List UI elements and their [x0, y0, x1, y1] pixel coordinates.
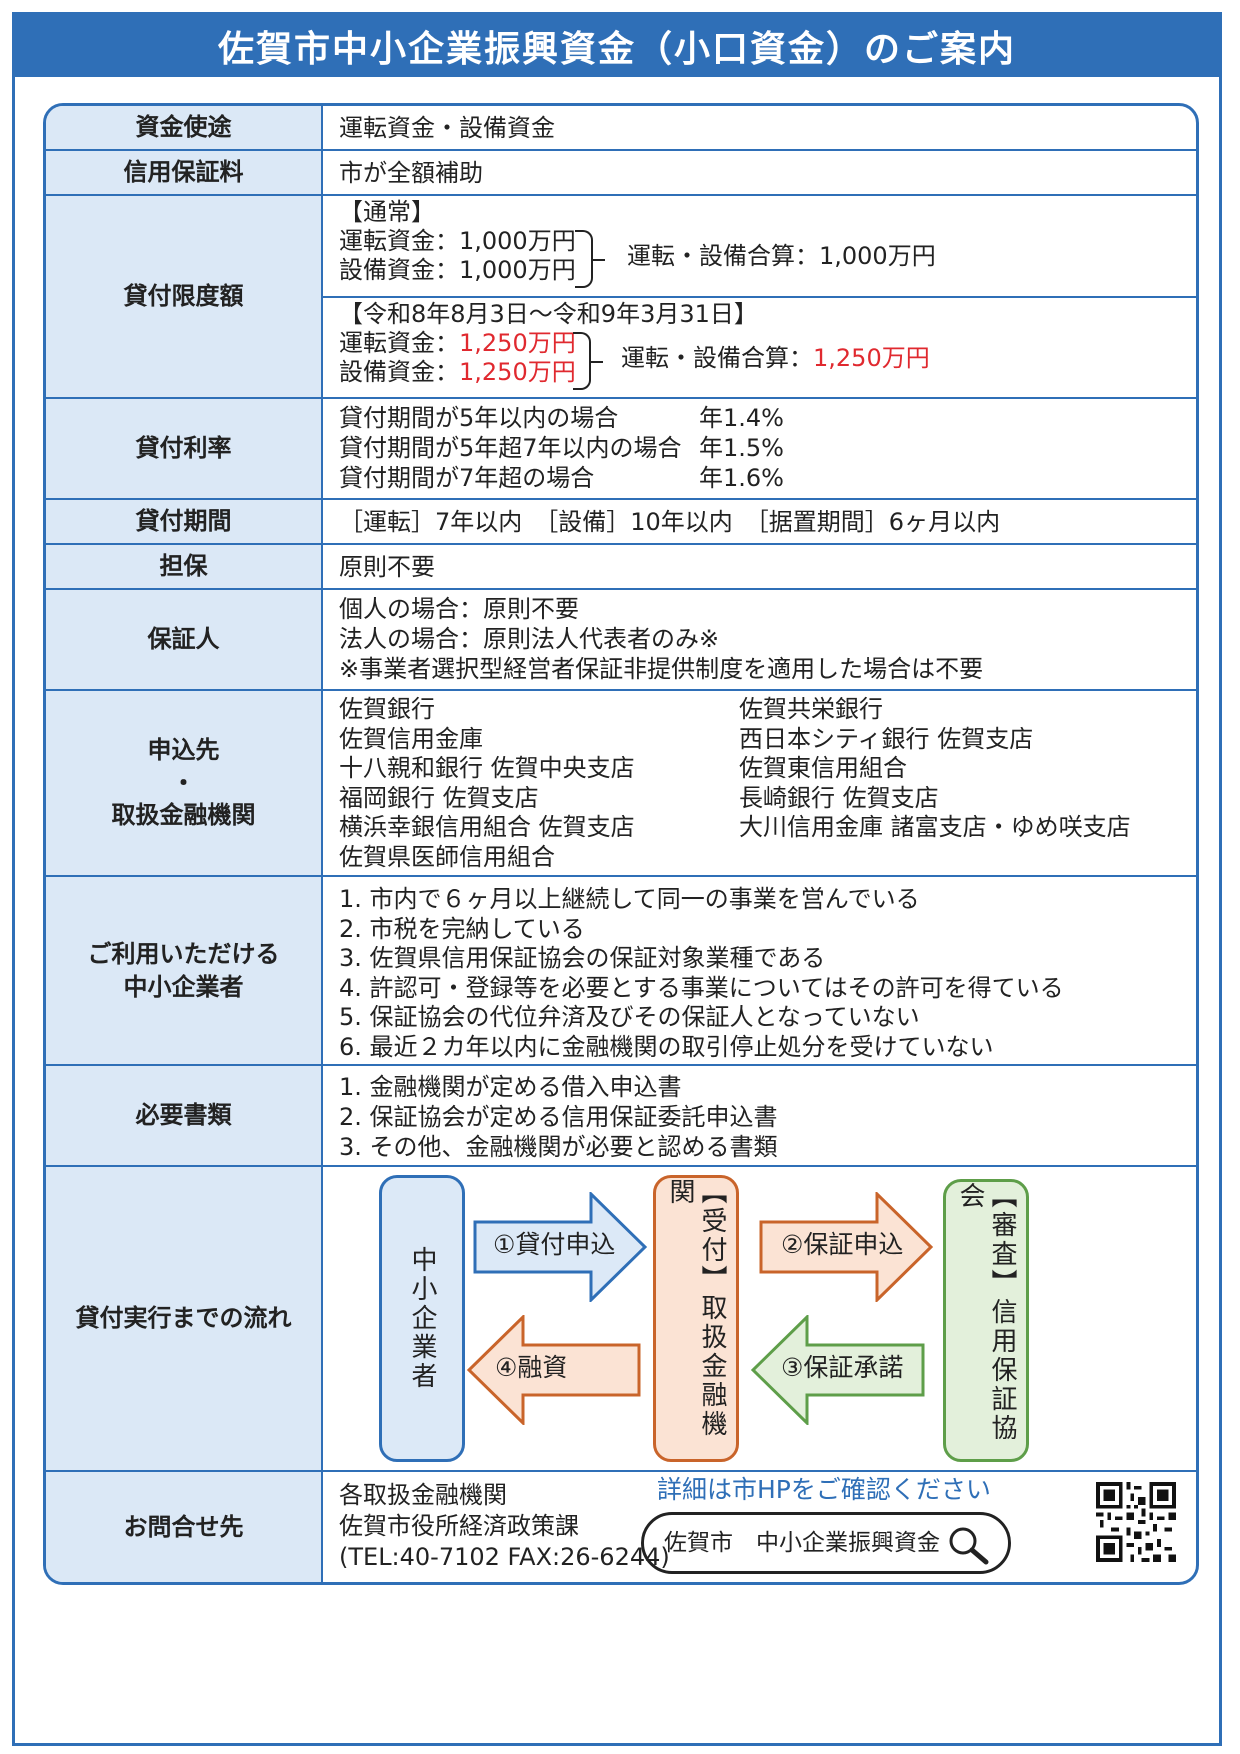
rate-item: 貸付期間が7年超の場合年1.6% — [339, 464, 784, 492]
row-riritsu: 貸付利率 貸付期間が5年以内の場合年1.4% 貸付期間が5年超7年以内の場合年1… — [46, 399, 1196, 500]
taisho-list: 1. 市内で６ヶ月以上継続して同一の事業を営んでいる 2. 市税を完納している … — [323, 877, 1196, 1064]
arrow-left-icon — [750, 1315, 925, 1425]
hp-note: 詳細は市HPをご確認ください — [657, 1475, 991, 1504]
riritsu-list: 貸付期間が5年以内の場合年1.4% 貸付期間が5年超7年以内の場合年1.5% 貸… — [323, 399, 1196, 498]
box-chusho: 中小企業者 — [379, 1175, 465, 1462]
gendogaku-normal: 【通常】 運転資金：1,000万円 設備資金：1,000万円 運転・設備合算：1… — [323, 196, 1196, 298]
gendogaku-content: 【通常】 運転資金：1,000万円 設備資金：1,000万円 運転・設備合算：1… — [323, 196, 1196, 397]
row-moushikomi: 申込先 ・ 取扱金融機関 佐賀銀行 佐賀信用金庫 十八親和銀行 佐賀中央支店 福… — [46, 691, 1196, 877]
special-total: 運転・設備合算：1,250万円 — [621, 343, 930, 372]
page-title: 佐賀市中小企業振興資金（小口資金）のご案内 — [15, 15, 1219, 77]
row-contact: お問合せ先 各取扱金融機関 佐賀市役所経済政策課 (TEL:40-7102 FA… — [46, 1472, 1196, 1582]
row-header: お問合せ先 — [46, 1472, 323, 1582]
row-header: 資金使途 — [46, 106, 323, 149]
list-item: 福岡銀行 佐賀支店 — [339, 783, 539, 812]
box-kyokai: 【審査】信用保証協会 — [943, 1179, 1029, 1462]
list-item: 2. 市税を完納している — [339, 914, 585, 943]
brace-icon — [573, 331, 603, 390]
list-item: 3. 佐賀県信用保証協会の保証対象業種である — [339, 944, 826, 972]
bank-list-right: 佐賀共栄銀行 西日本シティ銀行 佐賀支店 佐賀東信用組合 長崎銀行 佐賀支店 大… — [739, 695, 1196, 872]
row-header: 貸付利率 — [46, 399, 323, 498]
row-header: 信用保証料 — [46, 151, 323, 194]
step4-label: ④融資 — [495, 1353, 568, 1382]
normal-setsubi: 設備資金：1,000万円 — [339, 256, 576, 284]
row-gendogaku: 貸付限度額 【通常】 運転資金：1,000万円 設備資金：1,000万円 運転・… — [46, 196, 1196, 399]
qr-code-icon[interactable] — [1096, 1482, 1176, 1562]
list-item: 2. 保証協会が定める信用保証委託申込書 — [339, 1103, 778, 1131]
special-heading: 【令和8年8月3日～令和9年3月31日】 — [339, 299, 758, 328]
bank-list: 佐賀銀行 佐賀信用金庫 十八親和銀行 佐賀中央支店 福岡銀行 佐賀支店 横浜幸銀… — [323, 691, 1196, 875]
row-value: 運転資金・設備資金 — [339, 113, 555, 142]
step2-label: ②保証申込 — [781, 1230, 904, 1259]
list-item: 5. 保証協会の代位弁済及びその保証人となっていない — [339, 1003, 920, 1031]
rate-item: 貸付期間が5年以内の場合年1.4% — [339, 404, 784, 432]
row-hoshonin: 保証人 個人の場合：原則不要 法人の場合：原則法人代表者のみ※ ※事業者選択型経… — [46, 590, 1196, 691]
special-unten: 運転資金：1,250万円 — [339, 328, 576, 357]
shorui-list: 1. 金融機関が定める借入申込書 2. 保証協会が定める信用保証委託申込書 3.… — [323, 1066, 1196, 1165]
list-item: 3. その他、金融機関が必要と認める書類 — [339, 1133, 778, 1161]
row-hoshoryo: 信用保証料 市が全額補助 — [46, 151, 1196, 196]
special-setsubi: 設備資金：1,250万円 — [339, 357, 576, 386]
arrow-left-icon — [466, 1315, 641, 1425]
search-icon — [949, 1527, 989, 1565]
list-item: 佐賀共栄銀行 — [739, 695, 883, 723]
row-shorui: 必要書類 1. 金融機関が定める借入申込書 2. 保証協会が定める信用保証委託申… — [46, 1066, 1196, 1167]
row-header: 貸付実行までの流れ — [46, 1167, 323, 1470]
brace-icon — [575, 230, 605, 288]
row-header: 貸付限度額 — [46, 196, 323, 397]
contact-line: 佐賀市役所経済政策課 — [339, 1512, 579, 1540]
row-header: 申込先 ・ 取扱金融機関 — [46, 691, 323, 875]
row-taisho: ご利用いただける 中小企業者 1. 市内で６ヶ月以上継続して同一の事業を営んでい… — [46, 877, 1196, 1066]
flow-diagram: 中小企業者 【受付】取扱金融機関 【審査】信用保証協会 ①貸付申込 ②保証申込 … — [323, 1167, 1196, 1470]
row-header: 必要書類 — [46, 1066, 323, 1165]
row-header: 保証人 — [46, 590, 323, 689]
list-item: 大川信用金庫 諸富支店・ゆめ咲支店 — [739, 813, 1131, 841]
box-bank: 【受付】取扱金融機関 — [653, 1175, 739, 1462]
row-header: 担保 — [46, 545, 323, 588]
list-item: 長崎銀行 佐賀支店 — [739, 783, 939, 812]
contact-line: 各取扱金融機関 — [339, 1481, 507, 1509]
arrow-right-icon — [473, 1192, 648, 1302]
contact-content: 各取扱金融機関 佐賀市役所経済政策課 (TEL:40-7102 FAX:26-6… — [323, 1472, 1196, 1582]
normal-total: 運転・設備合算：1,000万円 — [627, 242, 936, 270]
list-item: 佐賀東信用組合 — [739, 754, 907, 782]
list-item: 1. 金融機関が定める借入申込書 — [339, 1073, 682, 1101]
gendogaku-special: 【令和8年8月3日～令和9年3月31日】 運転資金：1,250万円 設備資金：1… — [323, 298, 1196, 398]
flyer-page: 佐賀市中小企業振興資金（小口資金）のご案内 資金使途 運転資金・設備資金 信用保… — [12, 12, 1222, 1746]
list-item: 佐賀銀行 — [339, 695, 435, 723]
rate-item: 貸付期間が5年超7年以内の場合年1.5% — [339, 434, 784, 462]
row-shikin-shito: 資金使途 運転資金・設備資金 — [46, 106, 1196, 151]
list-item: 6. 最近２カ年以内に金融機関の取引停止処分を受けていない — [339, 1032, 994, 1061]
row-flow: 貸付実行までの流れ 中小企業者 【受付】取扱金融機関 【審査】信用保証協会 ①貸… — [46, 1167, 1196, 1472]
row-header: 貸付期間 — [46, 500, 323, 543]
normal-heading: 【通常】 — [339, 198, 435, 226]
search-box[interactable]: 佐賀市 中小企業振興資金 — [641, 1512, 1011, 1574]
info-table: 資金使途 運転資金・設備資金 信用保証料 市が全額補助 貸付限度額 【通常】 運… — [43, 103, 1199, 1585]
list-item: 佐賀県医師信用組合 — [339, 842, 555, 871]
step1-label: ①貸付申込 — [493, 1230, 616, 1259]
row-header: ご利用いただける 中小企業者 — [46, 877, 323, 1064]
bank-list-left: 佐賀銀行 佐賀信用金庫 十八親和銀行 佐賀中央支店 福岡銀行 佐賀支店 横浜幸銀… — [339, 695, 739, 872]
list-item: 横浜幸銀信用組合 佐賀支店 — [339, 813, 635, 841]
row-value: 市が全額補助 — [339, 158, 483, 187]
row-value: ［運転］7年以内 ［設備］10年以内 ［据置期間］6ヶ月以内 — [339, 507, 1001, 536]
list-item: 佐賀信用金庫 — [339, 724, 483, 753]
row-kikan: 貸付期間 ［運転］7年以内 ［設備］10年以内 ［据置期間］6ヶ月以内 — [46, 500, 1196, 545]
row-value: 原則不要 — [339, 552, 435, 581]
list-item: 1. 市内で６ヶ月以上継続して同一の事業を営んでいる — [339, 885, 920, 913]
search-text: 佐賀市 中小企業振興資金 — [664, 1529, 940, 1556]
hoshonin-list: 個人の場合：原則不要 法人の場合：原則法人代表者のみ※ ※事業者選択型経営者保証… — [339, 595, 984, 683]
arrow-right-icon — [759, 1192, 934, 1302]
list-item: 十八親和銀行 佐賀中央支店 — [339, 754, 635, 782]
list-item: 西日本シティ銀行 佐賀支店 — [739, 724, 1034, 753]
row-tanpo: 担保 原則不要 — [46, 545, 1196, 590]
list-item: 4. 許認可・登録等を必要とする事業についてはその許可を得ている — [339, 973, 1064, 1002]
step3-label: ③保証承諾 — [781, 1353, 904, 1382]
normal-unten: 運転資金：1,000万円 — [339, 227, 576, 255]
contact-line: (TEL:40-7102 FAX:26-6244) — [339, 1543, 670, 1571]
